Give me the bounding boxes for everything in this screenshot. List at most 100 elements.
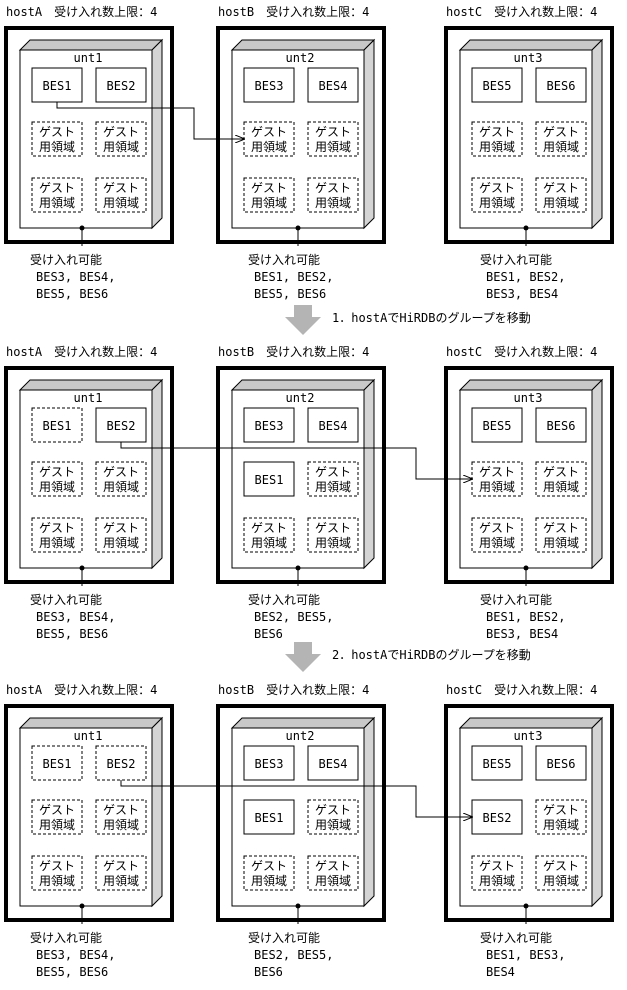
host-label: hostB 受け入れ数上限：4 [218, 344, 369, 359]
bes-slot: BES1 [243, 799, 295, 835]
slot-label-line: 用領域 [103, 195, 139, 210]
guest-area-slot: ゲスト用領域 [535, 855, 587, 891]
slot-label-line: ゲスト [479, 125, 515, 139]
accept-list: BES5, BES6 [254, 287, 326, 301]
step-1: 1．hostAでHiRDBのグループを移動 [285, 305, 531, 335]
slot-box [31, 799, 83, 835]
slot-label: ゲスト用領域 [479, 181, 515, 210]
slot-label: BES4 [319, 419, 348, 433]
slot-label: BES6 [547, 419, 576, 433]
slot-label-line: 用領域 [251, 139, 287, 154]
slot-box [471, 517, 523, 553]
slot-box [471, 461, 523, 497]
host-label: hostA 受け入れ数上限：4 [6, 4, 157, 19]
slot-label: BES1 [43, 757, 72, 771]
guest-area-slot: ゲスト用領域 [535, 121, 587, 157]
slot-label: BES3 [255, 79, 284, 93]
slot-label: ゲスト用領域 [479, 521, 515, 550]
slot-box [243, 67, 295, 103]
slot-label: ゲスト用領域 [39, 859, 75, 888]
slot-label-line: 用領域 [39, 195, 75, 210]
unit-box-side [151, 378, 163, 570]
slot-label-line: 用領域 [315, 195, 351, 210]
unit-label: unt3 [514, 51, 543, 65]
bes-slot: BES6 [535, 745, 587, 781]
guest-area-slot: ゲスト用領域 [471, 461, 523, 497]
slot-label-line: 用領域 [103, 817, 139, 832]
guest-area-slot: ゲスト用領域 [471, 177, 523, 213]
slot-label: BES2 [483, 811, 512, 825]
slot-label-line: 用領域 [479, 479, 515, 494]
slot-label: BES1 [255, 811, 284, 825]
migration-arrow [120, 780, 472, 817]
slot-label-line: ゲスト [315, 521, 351, 535]
down-arrow-icon [285, 642, 321, 672]
unit-box-top [458, 717, 604, 729]
slot-label: ゲスト用領域 [543, 803, 579, 832]
unit-box-side [591, 716, 603, 908]
slot-label: ゲスト用領域 [543, 125, 579, 154]
host-label: hostA 受け入れ数上限：4 [6, 682, 157, 697]
slot-label-line: ゲスト [103, 803, 139, 817]
slot-label-line: ゲスト [315, 803, 351, 817]
connector-dot [79, 225, 85, 231]
slot-label: BES2 [107, 79, 136, 93]
unit-box-side [591, 38, 603, 230]
slot-label-line: 用領域 [543, 139, 579, 154]
slot-label-line: ゲスト [39, 465, 75, 479]
slot-label-line: 用領域 [543, 479, 579, 494]
slot-label-line: 用領域 [543, 535, 579, 550]
slot-box [471, 799, 523, 835]
unit-label: unt2 [286, 729, 315, 743]
unit-box-top [18, 39, 164, 51]
slot-label-line: ゲスト [479, 521, 515, 535]
slot-label: BES5 [483, 419, 512, 433]
slot-label-line: 用領域 [39, 873, 75, 888]
slot-label: ゲスト用領域 [251, 181, 287, 210]
slot-label-line: ゲスト [39, 521, 75, 535]
slot-box [307, 461, 359, 497]
slot-label-line: ゲスト [315, 859, 351, 873]
accept-heading: 受け入れ可能 [30, 593, 102, 607]
slot-box [31, 407, 83, 443]
bes-slot: BES2 [95, 407, 147, 443]
unit-box-side [363, 38, 375, 230]
guest-area-slot: ゲスト用領域 [95, 461, 147, 497]
connector-dot [79, 565, 85, 571]
unit-box-top [458, 39, 604, 51]
connector-dot [523, 565, 529, 571]
slot-label-line: ゲスト [103, 181, 139, 195]
slot-label-line: 用領域 [103, 535, 139, 550]
slot-box [31, 855, 83, 891]
bes-slot: BES3 [243, 67, 295, 103]
guest-area-slot: ゲスト用領域 [95, 121, 147, 157]
slot-label: ゲスト用領域 [103, 521, 139, 550]
host-label: hostC 受け入れ数上限：4 [446, 682, 597, 697]
connector-dot [295, 565, 301, 571]
accept-heading: 受け入れ可能 [248, 931, 320, 945]
accept-list: BES1, BES3, [486, 948, 565, 962]
slot-label: ゲスト用領域 [103, 859, 139, 888]
accept-heading: 受け入れ可能 [248, 593, 320, 607]
slot-box [471, 67, 523, 103]
slot-box [307, 745, 359, 781]
guest-area-slot: ゲスト用領域 [535, 517, 587, 553]
guest-area-slot: ゲスト用領域 [307, 177, 359, 213]
slot-label-line: 用領域 [103, 479, 139, 494]
accept-heading: 受け入れ可能 [480, 593, 552, 607]
guest-area-slot: ゲスト用領域 [31, 461, 83, 497]
accept-heading: 受け入れ可能 [248, 253, 320, 267]
guest-area-slot: ゲスト用領域 [243, 855, 295, 891]
bes-slot: BES6 [535, 67, 587, 103]
accept-list: BES6 [254, 965, 283, 979]
guest-area-slot: ゲスト用領域 [95, 177, 147, 213]
slot-box [95, 121, 147, 157]
slot-label: ゲスト用領域 [315, 803, 351, 832]
